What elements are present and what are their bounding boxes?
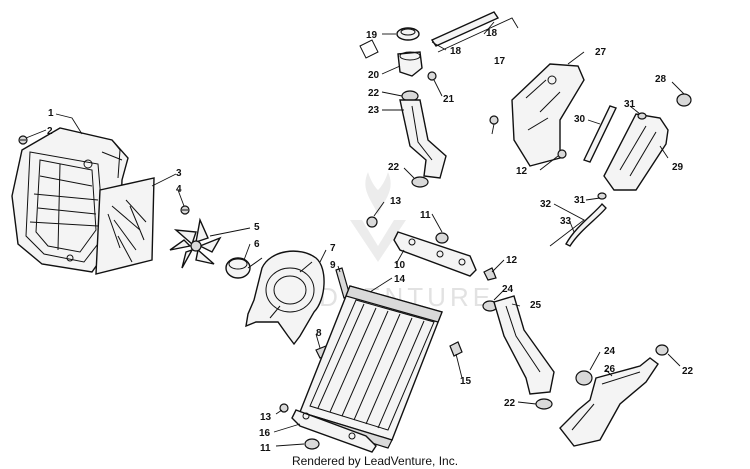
part-tube-30 bbox=[583, 105, 617, 163]
part-filler-neck bbox=[397, 51, 423, 77]
callout-4: 4 bbox=[176, 184, 182, 195]
callout-21: 21 bbox=[443, 94, 455, 105]
part-upper-hose bbox=[399, 99, 447, 179]
part-fan-motor bbox=[225, 257, 263, 279]
callout-1: 1 bbox=[48, 108, 54, 119]
part-screen bbox=[95, 177, 155, 275]
callout-24: 24 bbox=[502, 284, 514, 295]
callout-29: 29 bbox=[672, 162, 684, 173]
callout-31: 31 bbox=[624, 99, 636, 110]
credit-text: Rendered by LeadVenture, Inc. bbox=[291, 454, 459, 468]
callout-16: 16 bbox=[259, 428, 271, 439]
callout-10: 10 bbox=[394, 260, 406, 271]
callout-19: 19 bbox=[366, 30, 378, 41]
part-cap bbox=[359, 27, 420, 59]
callout-22d: 22 bbox=[682, 366, 694, 377]
part-clamp-22d bbox=[655, 344, 669, 356]
callout-labels: 1 2 3 4 5 6 7 8 9 10 11 12 13 14 15 16 1… bbox=[47, 28, 694, 454]
part-tube-33 bbox=[565, 202, 607, 247]
callout-30: 30 bbox=[574, 114, 586, 125]
callout-11: 11 bbox=[420, 210, 431, 221]
part-bottle-bracket bbox=[511, 63, 585, 167]
callout-2: 2 bbox=[47, 126, 53, 137]
callout-18: 18 bbox=[450, 46, 462, 57]
callout-14: 14 bbox=[394, 274, 406, 285]
callout-22: 22 bbox=[368, 88, 380, 99]
callout-6: 6 bbox=[254, 239, 260, 250]
part-long-hose bbox=[559, 357, 659, 447]
callout-12b: 12 bbox=[516, 166, 528, 177]
part-screw-21 bbox=[427, 71, 437, 81]
part-grommet-11b bbox=[304, 438, 320, 450]
callout-11b: 11 bbox=[260, 443, 271, 454]
part-clamp-31 bbox=[597, 112, 647, 200]
callout-3: 3 bbox=[176, 168, 182, 179]
callout-13b: 13 bbox=[260, 412, 272, 423]
callout-15: 15 bbox=[460, 376, 472, 387]
callout-24b: 24 bbox=[604, 346, 616, 357]
part-clamp-22b bbox=[411, 176, 429, 188]
callout-25: 25 bbox=[530, 300, 542, 311]
callout-26: 26 bbox=[604, 364, 616, 375]
part-screw-4 bbox=[180, 205, 190, 215]
callout-33: 33 bbox=[560, 216, 572, 227]
callout-8: 8 bbox=[316, 328, 322, 339]
part-sensor-15 bbox=[449, 341, 463, 357]
part-overflow-tube bbox=[430, 11, 519, 53]
callout-13: 13 bbox=[390, 196, 402, 207]
part-fan bbox=[169, 217, 222, 269]
part-clamp-24b bbox=[575, 370, 593, 386]
leader-lines bbox=[25, 21, 685, 447]
part-clamp-22c bbox=[535, 398, 553, 410]
callout-31b: 31 bbox=[574, 195, 586, 206]
part-screw-2 bbox=[18, 135, 28, 145]
part-bolt-13 bbox=[366, 216, 378, 228]
callout-5: 5 bbox=[254, 222, 260, 233]
callout-9: 9 bbox=[330, 260, 336, 271]
part-bracket-10 bbox=[393, 231, 477, 277]
part-bracket-16 bbox=[291, 409, 377, 453]
part-bottle-cap bbox=[676, 93, 692, 107]
callout-18b: 18 bbox=[486, 28, 498, 39]
part-grommet-11 bbox=[435, 232, 449, 244]
callout-17: 17 bbox=[494, 56, 506, 67]
callout-23: 23 bbox=[368, 105, 380, 116]
part-lower-hose bbox=[493, 295, 555, 395]
callout-27: 27 bbox=[595, 47, 607, 58]
callout-22c: 22 bbox=[504, 398, 516, 409]
part-fan-shroud bbox=[245, 250, 325, 346]
callout-7: 7 bbox=[330, 243, 336, 254]
callout-28: 28 bbox=[655, 74, 667, 85]
callout-20: 20 bbox=[368, 70, 380, 81]
callout-22b: 22 bbox=[388, 162, 400, 173]
part-coolant-bottle bbox=[603, 113, 669, 191]
callout-32: 32 bbox=[540, 199, 552, 210]
callout-12: 12 bbox=[506, 255, 518, 266]
